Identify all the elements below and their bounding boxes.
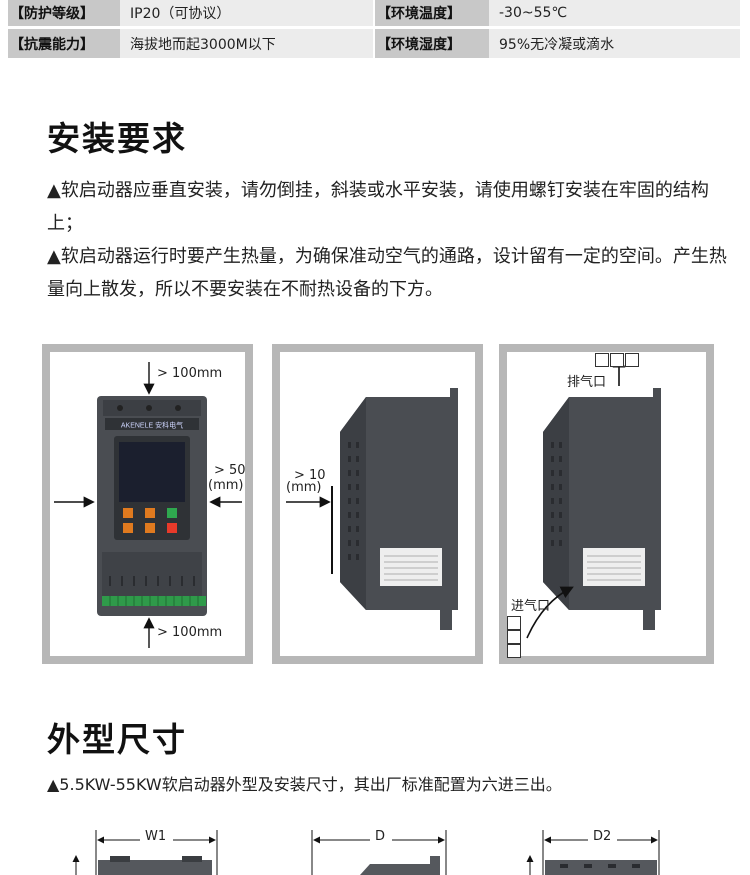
- spec-key: 【防护等级】: [8, 0, 120, 26]
- install-paragraph: ▲软启动器运行时要产生热量，为确保准动空气的通路，设计留有一定的空间。产生热量向…: [47, 246, 727, 300]
- side-clearance-diagram: > 10 (mm): [272, 344, 483, 664]
- exhaust-box-icons: [595, 352, 640, 367]
- front-clearance-diagram: AKENELE 安科电气: [42, 344, 253, 664]
- spec-key: 【环境湿度】: [375, 29, 489, 58]
- spec-cell: 【防护等级】 IP20（可协议）: [8, 0, 373, 26]
- install-requirements-text: ▲软启动器应垂直安装，请勿倒挂，斜装或水平安装，请使用螺钉安装在牢固的结构上； …: [47, 174, 727, 306]
- dimension-label-d2: D2: [590, 829, 615, 844]
- dimension-drawings: [72, 830, 660, 875]
- spec-value: 海拔地而起3000M以下: [120, 29, 373, 58]
- front-device-illustration: AKENELE 安科电气: [54, 362, 242, 648]
- spec-row: 【抗震能力】 海拔地而起3000M以下 【环境湿度】 95%无冷凝或滴水: [8, 29, 740, 58]
- side-clearance-unit: (mm): [286, 480, 322, 495]
- install-paragraph: ▲软启动器应垂直安装，请勿倒挂，斜装或水平安装，请使用螺钉安装在牢固的结构上；: [47, 180, 709, 234]
- brand-label: AKENELE 安科电气: [121, 421, 183, 430]
- dimensions-description: ▲5.5KW-55KW软启动器外型及安装尺寸，其出厂标准配置为六进三出。: [47, 775, 562, 794]
- dimension-label-w1: W1: [142, 829, 170, 844]
- side-clearance-label: > 10: [294, 468, 326, 483]
- intake-box-icons: [507, 616, 522, 658]
- exhaust-label: 排气口: [567, 375, 607, 390]
- spec-cell: 【环境湿度】 95%无冷凝或滴水: [375, 29, 740, 58]
- side-clearance-label: > 50: [214, 463, 246, 478]
- airflow-device-illustration: [526, 354, 661, 639]
- spec-cell: 【环境温度】 -30~55℃: [375, 0, 740, 26]
- side-clearance-unit: (mm): [208, 478, 244, 493]
- top-clearance-label: > 100mm: [157, 366, 223, 381]
- spec-key: 【抗震能力】: [8, 29, 120, 58]
- spec-cell: 【抗震能力】 海拔地而起3000M以下: [8, 29, 373, 58]
- bottom-clearance-label: > 100mm: [157, 625, 223, 640]
- spec-value: -30~55℃: [489, 0, 740, 26]
- side-device-illustration: [286, 388, 458, 630]
- spec-key: 【环境温度】: [375, 0, 489, 26]
- spec-row: 【防护等级】 IP20（可协议） 【环境温度】 -30~55℃: [8, 0, 740, 26]
- spec-table: 【防护等级】 IP20（可协议） 【环境温度】 -30~55℃ 【抗震能力】 海…: [8, 0, 740, 61]
- dimensions-section-title: 外型尺寸: [47, 720, 187, 759]
- spec-value: IP20（可协议）: [120, 0, 373, 26]
- airflow-diagram: 排气口 进气口: [499, 344, 714, 664]
- spec-value: 95%无冷凝或滴水: [489, 29, 740, 58]
- dimension-label-d: D: [372, 829, 389, 844]
- install-section-title: 安装要求: [47, 119, 187, 158]
- intake-label: 进气口: [511, 599, 551, 614]
